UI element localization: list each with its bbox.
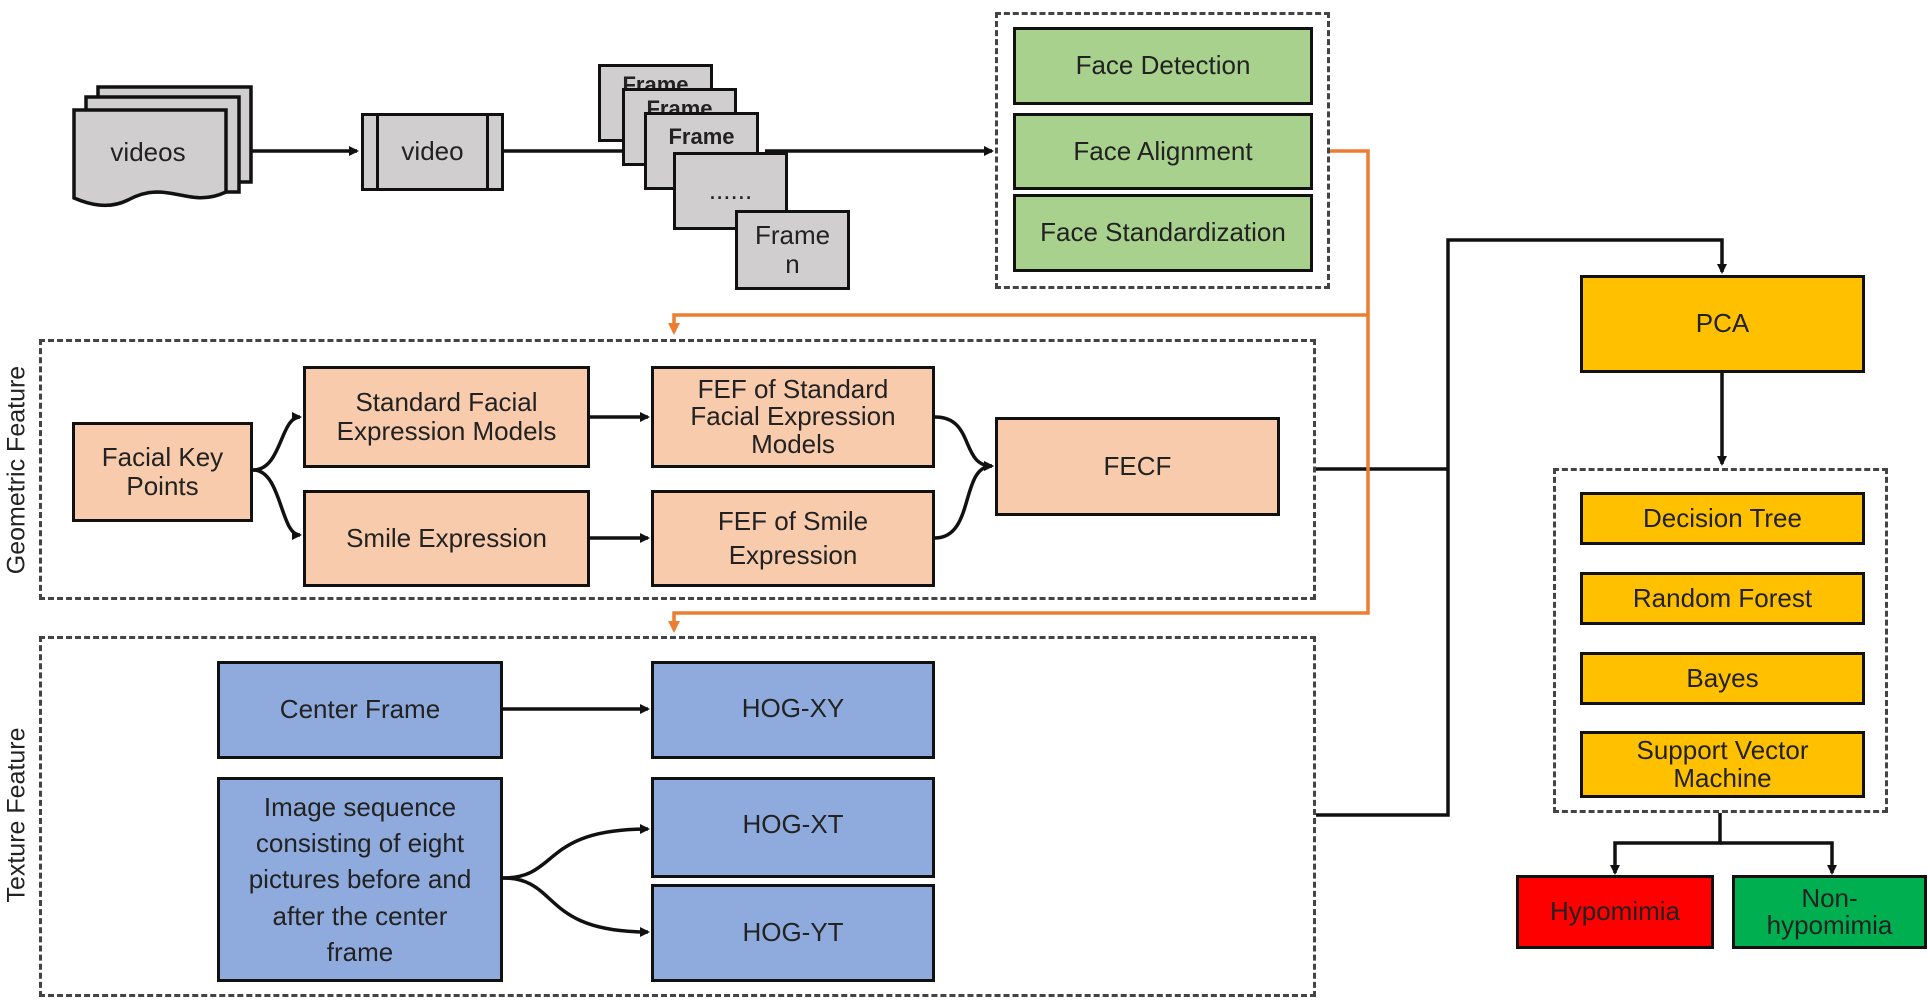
- video-node: video: [361, 113, 504, 191]
- fef-smile-box: FEF of Smile Expression: [651, 490, 935, 587]
- geometric-feature-label: Geometric Feature: [2, 365, 31, 575]
- facial-key-points-box: Facial Key Points: [72, 422, 253, 522]
- random-forest-box: Random Forest: [1580, 572, 1865, 625]
- orange-connector: [668, 149, 1370, 633]
- hog-xt-box: HOG-XT: [651, 777, 935, 878]
- non-hypomimia-box: Non-hypomimia: [1732, 875, 1927, 949]
- hog-xy-box: HOG-XY: [651, 661, 935, 759]
- frame-n: Frame n: [735, 210, 850, 290]
- arrow-keypoints-to-standard: [252, 412, 302, 472]
- line-texture-to-merge: [1316, 238, 1727, 817]
- arrow-seq-to-hogyt: [502, 876, 650, 937]
- pca-box: PCA: [1580, 275, 1865, 373]
- arrow-fef-standard-to-fecf: [934, 415, 994, 471]
- smile-expression-box: Smile Expression: [303, 490, 590, 587]
- arrow-seq-to-hogxt: [502, 824, 650, 880]
- face-alignment-box: Face Alignment: [1013, 113, 1313, 190]
- standard-models-box: Standard Facial Expression Models: [303, 366, 590, 468]
- hypomimia-box: Hypomimia: [1516, 875, 1714, 949]
- svm-box: Support Vector Machine: [1580, 731, 1865, 798]
- fecf-box: FECF: [995, 417, 1280, 516]
- decision-tree-box: Decision Tree: [1580, 492, 1865, 545]
- hog-yt-box: HOG-YT: [651, 884, 935, 982]
- line-classifiers-split: [1610, 813, 1722, 875]
- center-frame-box: Center Frame: [217, 661, 503, 759]
- arrow-keypoints-to-smile: [252, 468, 302, 540]
- classifier-group: [1553, 468, 1888, 813]
- image-sequence-box: Image sequence consisting of eight pictu…: [217, 777, 503, 982]
- texture-feature-label: Texture Feature: [2, 727, 31, 903]
- geometric-feature-group: [39, 339, 1316, 600]
- arrow-fef-smile-to-fecf: [934, 461, 994, 540]
- frame-dots: ......: [673, 152, 788, 230]
- videos-stack-icon: [72, 85, 253, 208]
- videos-label: videos: [110, 137, 186, 167]
- fef-standard-box: FEF of Standard Facial Expression Models: [651, 366, 935, 468]
- video-label: video: [401, 136, 464, 167]
- face-standardization-box: Face Standardization: [1013, 194, 1313, 272]
- face-detection-box: Face Detection: [1013, 27, 1313, 105]
- bayes-box: Bayes: [1580, 652, 1865, 705]
- preprocess-group: [995, 12, 1330, 289]
- texture-feature-group: [39, 636, 1316, 997]
